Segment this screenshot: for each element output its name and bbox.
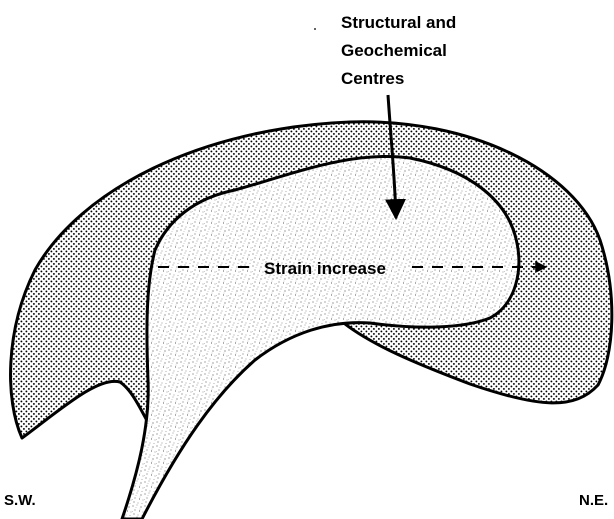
speck-mark xyxy=(314,28,316,30)
strain-increase-label: Strain increase xyxy=(264,259,386,278)
centres-label-line1: Structural and xyxy=(341,13,456,32)
southwest-label: S.W. xyxy=(4,492,36,509)
centres-label-line3: Centres xyxy=(341,69,404,88)
centres-label-line2: Geochemical xyxy=(341,41,447,60)
northeast-label: N.E. xyxy=(579,492,608,509)
